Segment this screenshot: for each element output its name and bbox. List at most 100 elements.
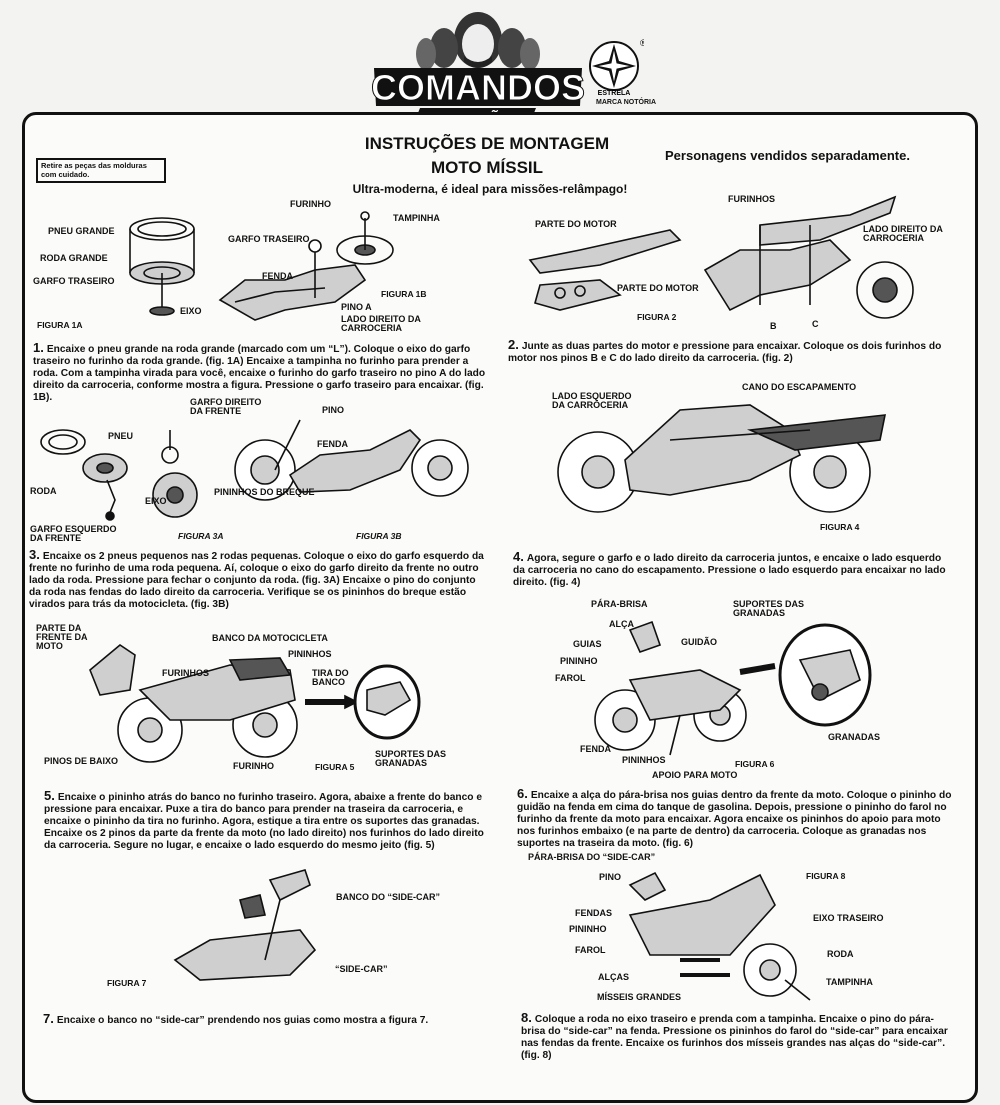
caption-figura-4: FIGURA 4 (820, 522, 860, 532)
label-suportes-granadas-6: SUPORTES DAS GRANADAS (733, 599, 805, 618)
label-parte-frente: PARTE DA FRENTE DA MOTO (36, 623, 88, 651)
label-pininhos-breque: PININHOS DO BREQUE (214, 487, 315, 497)
label-furinhos-5: FURINHOS (162, 668, 209, 678)
step-8-text: Coloque a roda no eixo traseiro e prenda… (521, 1014, 948, 1062)
caption-figura-3a: FIGURA 3A (178, 531, 224, 541)
label-lado-direito-1: LADO DIREITO DA CARROCERIA (341, 314, 421, 333)
step-6: 6.Encaixe a alça do pára-brisa nos guias… (517, 786, 957, 850)
label-sidecar: “SIDE-CAR” (335, 964, 388, 974)
label-pininhos-6: PININHOS (622, 755, 666, 765)
label-pininho-6: PININHO (560, 656, 598, 666)
label-fenda-6: FENDA (580, 744, 611, 754)
label-suportes-granadas-5: SUPORTES DAS GRANADAS (375, 749, 447, 768)
label-roda: RODA (30, 486, 57, 496)
step-2-number: 2. (508, 337, 519, 352)
label-alca: ALÇA (609, 619, 634, 629)
step-1-text: Encaixe o pneu grande na roda grande (ma… (33, 344, 486, 404)
label-pininho-8: PININHO (569, 924, 607, 934)
step-2: 2.Junte as duas partes do motor e pressi… (508, 337, 948, 365)
product-name: MOTO MÍSSIL (430, 158, 544, 177)
label-cano-escapamento: CANO DO ESCAPAMENTO (742, 382, 857, 392)
label-alcas-8: ALÇAS (598, 972, 629, 982)
label-apoio: APOIO PARA MOTO (652, 770, 738, 780)
label-garfo-traseiro-1b: GARFO TRASEIRO (228, 234, 310, 244)
label-pino-8: PINO (599, 872, 622, 882)
label-garfo-traseiro-1a: GARFO TRASEIRO (33, 276, 115, 286)
figure-5-moto-illustration (89, 644, 298, 763)
label-furinho: FURINHO (290, 199, 331, 209)
label-eixo-3: EIXO (145, 496, 167, 506)
caption-figura-1b: FIGURA 1B (381, 289, 427, 299)
label-garfo-esquerdo: GARFO ESQUERDO DA FRENTE (30, 524, 117, 543)
label-pneu: PNEU (108, 431, 134, 441)
label-roda-8: RODA (827, 949, 854, 959)
step-5: 5.Encaixe o pininho atrás do banco no fu… (44, 788, 489, 852)
figure-8-sidecar-illustration (628, 871, 811, 1001)
label-banco-sidecar: BANCO DO “SIDE-CAR” (336, 892, 441, 902)
label-pino-3: PINO (322, 405, 345, 415)
caption-figura-3b: FIGURA 3B (356, 531, 402, 541)
step-4-text: Agora, segure o garfo e o lado direito d… (513, 553, 946, 589)
label-pino-a: PINO A (341, 302, 372, 312)
label-farol-8: FAROL (575, 945, 606, 955)
caption-figura-2: FIGURA 2 (637, 312, 677, 322)
sold-separately-note: Personagens vendidos separadamente. (665, 148, 910, 163)
step-1: 1.Encaixe o pneu grande na roda grande (… (33, 340, 488, 404)
label-lado-direito-2: LADO DIREITO DA CARROCERIA (863, 224, 943, 243)
step-5-number: 5. (44, 788, 55, 803)
figure-2-motor-illustration (528, 229, 682, 311)
step-7-number: 7. (43, 1011, 54, 1026)
label-misseis: MÍSSEIS GRANDES (597, 992, 682, 1002)
caption-figura-7: FIGURA 7 (107, 978, 147, 988)
step-8-number: 8. (521, 1010, 532, 1025)
label-para-brisa: PÁRA-BRISA (591, 599, 648, 609)
label-guias: GUIAS (573, 639, 602, 649)
label-pneu-grande: PNEU GRANDE (48, 226, 115, 236)
label-tira-banco: TIRA DO BANCO (312, 668, 349, 687)
comandos-em-acao-logo: COMANDOS EM AÇÃO (371, 12, 586, 128)
caption-figura-1a: FIGURA 1A (37, 320, 83, 330)
logo-top-text: COMANDOS (371, 67, 585, 108)
registered-mark: ® (640, 38, 644, 48)
caption-figura-5: FIGURA 5 (315, 762, 355, 772)
step-6-text: Encaixe a alça do pára-brisa nos guias d… (517, 790, 952, 850)
label-furinhos-2: FURINHOS (728, 194, 775, 204)
label-pininhos-5: PININHOS (288, 649, 332, 659)
label-fendas-8: FENDAS (575, 908, 613, 918)
estrela-star-icon: ESTRELA ® (589, 38, 644, 97)
label-fenda-1: FENDA (262, 271, 293, 281)
figure-5-detail-illustration (305, 664, 421, 740)
figure-1a-wheel-illustration (129, 217, 195, 316)
figure-3b-moto-illustration (234, 419, 469, 501)
label-garfo-direito: GARFO DIREITO DA FRENTE (190, 397, 262, 416)
caption-figura-8: FIGURA 8 (806, 871, 846, 881)
label-farol-6: FAROL (555, 673, 586, 683)
handling-notice: Retire as peças das molduras com cuidado… (36, 158, 166, 184)
step-5-text: Encaixe o pininho atrás do banco no furi… (44, 792, 484, 852)
star-label: ESTRELA (598, 90, 631, 97)
label-tampinha: TAMPINHA (393, 213, 440, 223)
figure-4-moto-illustration (557, 404, 886, 513)
step-8: 8.Coloque a roda no eixo traseiro e pren… (521, 1010, 956, 1062)
step-7-text: Encaixe o banco no “side-car” prendendo … (56, 1015, 429, 1026)
step-7: 7.Encaixe o banco no “side-car” prendend… (43, 1011, 493, 1027)
page-subtitle: Ultra-moderna, é ideal para missões-relâ… (352, 182, 628, 196)
step-4-number: 4. (513, 549, 524, 564)
label-pinos-baixo: PINOS DE BAIXO (44, 756, 119, 766)
label-granadas: GRANADAS (828, 732, 881, 742)
step-4: 4.Agora, segure o garfo e o lado direito… (513, 549, 953, 589)
figure-6-moto-illustration (594, 620, 747, 756)
label-furinho-5: FURINHO (233, 761, 274, 771)
label-parte-motor-1: PARTE DO MOTOR (535, 219, 617, 229)
label-banco-moto: BANCO DA MOTOCICLETA (212, 633, 328, 643)
label-roda-grande: RODA GRANDE (40, 253, 108, 263)
step-6-number: 6. (517, 786, 528, 801)
figure-2-carroceria-illustration (703, 195, 914, 319)
caption-figura-6: FIGURA 6 (735, 759, 775, 769)
figure-6-detail-illustration (739, 623, 872, 727)
label-b: B (770, 321, 777, 331)
label-eixo-traseiro: EIXO TRASEIRO (813, 913, 884, 923)
commandos-faces-icon (416, 12, 540, 70)
label-parabrisa-sidecar: PÁRA-BRISA DO “SIDE-CAR” (528, 852, 656, 862)
label-lado-esquerdo: LADO ESQUERDO DA CARROCERIA (552, 391, 632, 410)
